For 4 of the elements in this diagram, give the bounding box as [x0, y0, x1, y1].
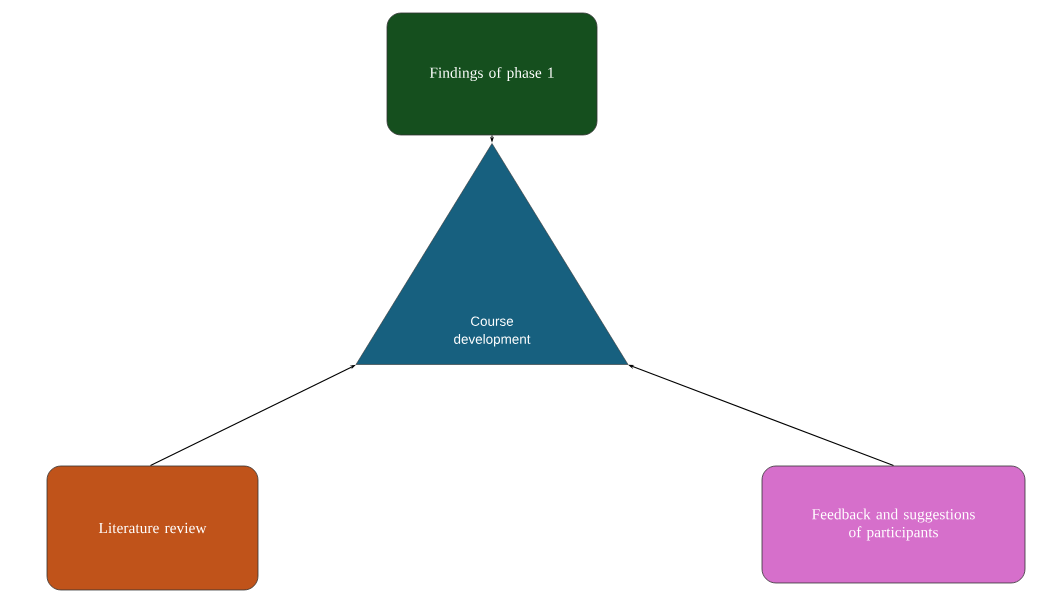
process-box: Literature review — [46, 465, 259, 591]
process-box: Feedback and suggestions of participants — [761, 465, 1026, 584]
triangle: Course development — [355, 143, 629, 365]
process-box: Findings of phase 1 — [386, 12, 598, 136]
